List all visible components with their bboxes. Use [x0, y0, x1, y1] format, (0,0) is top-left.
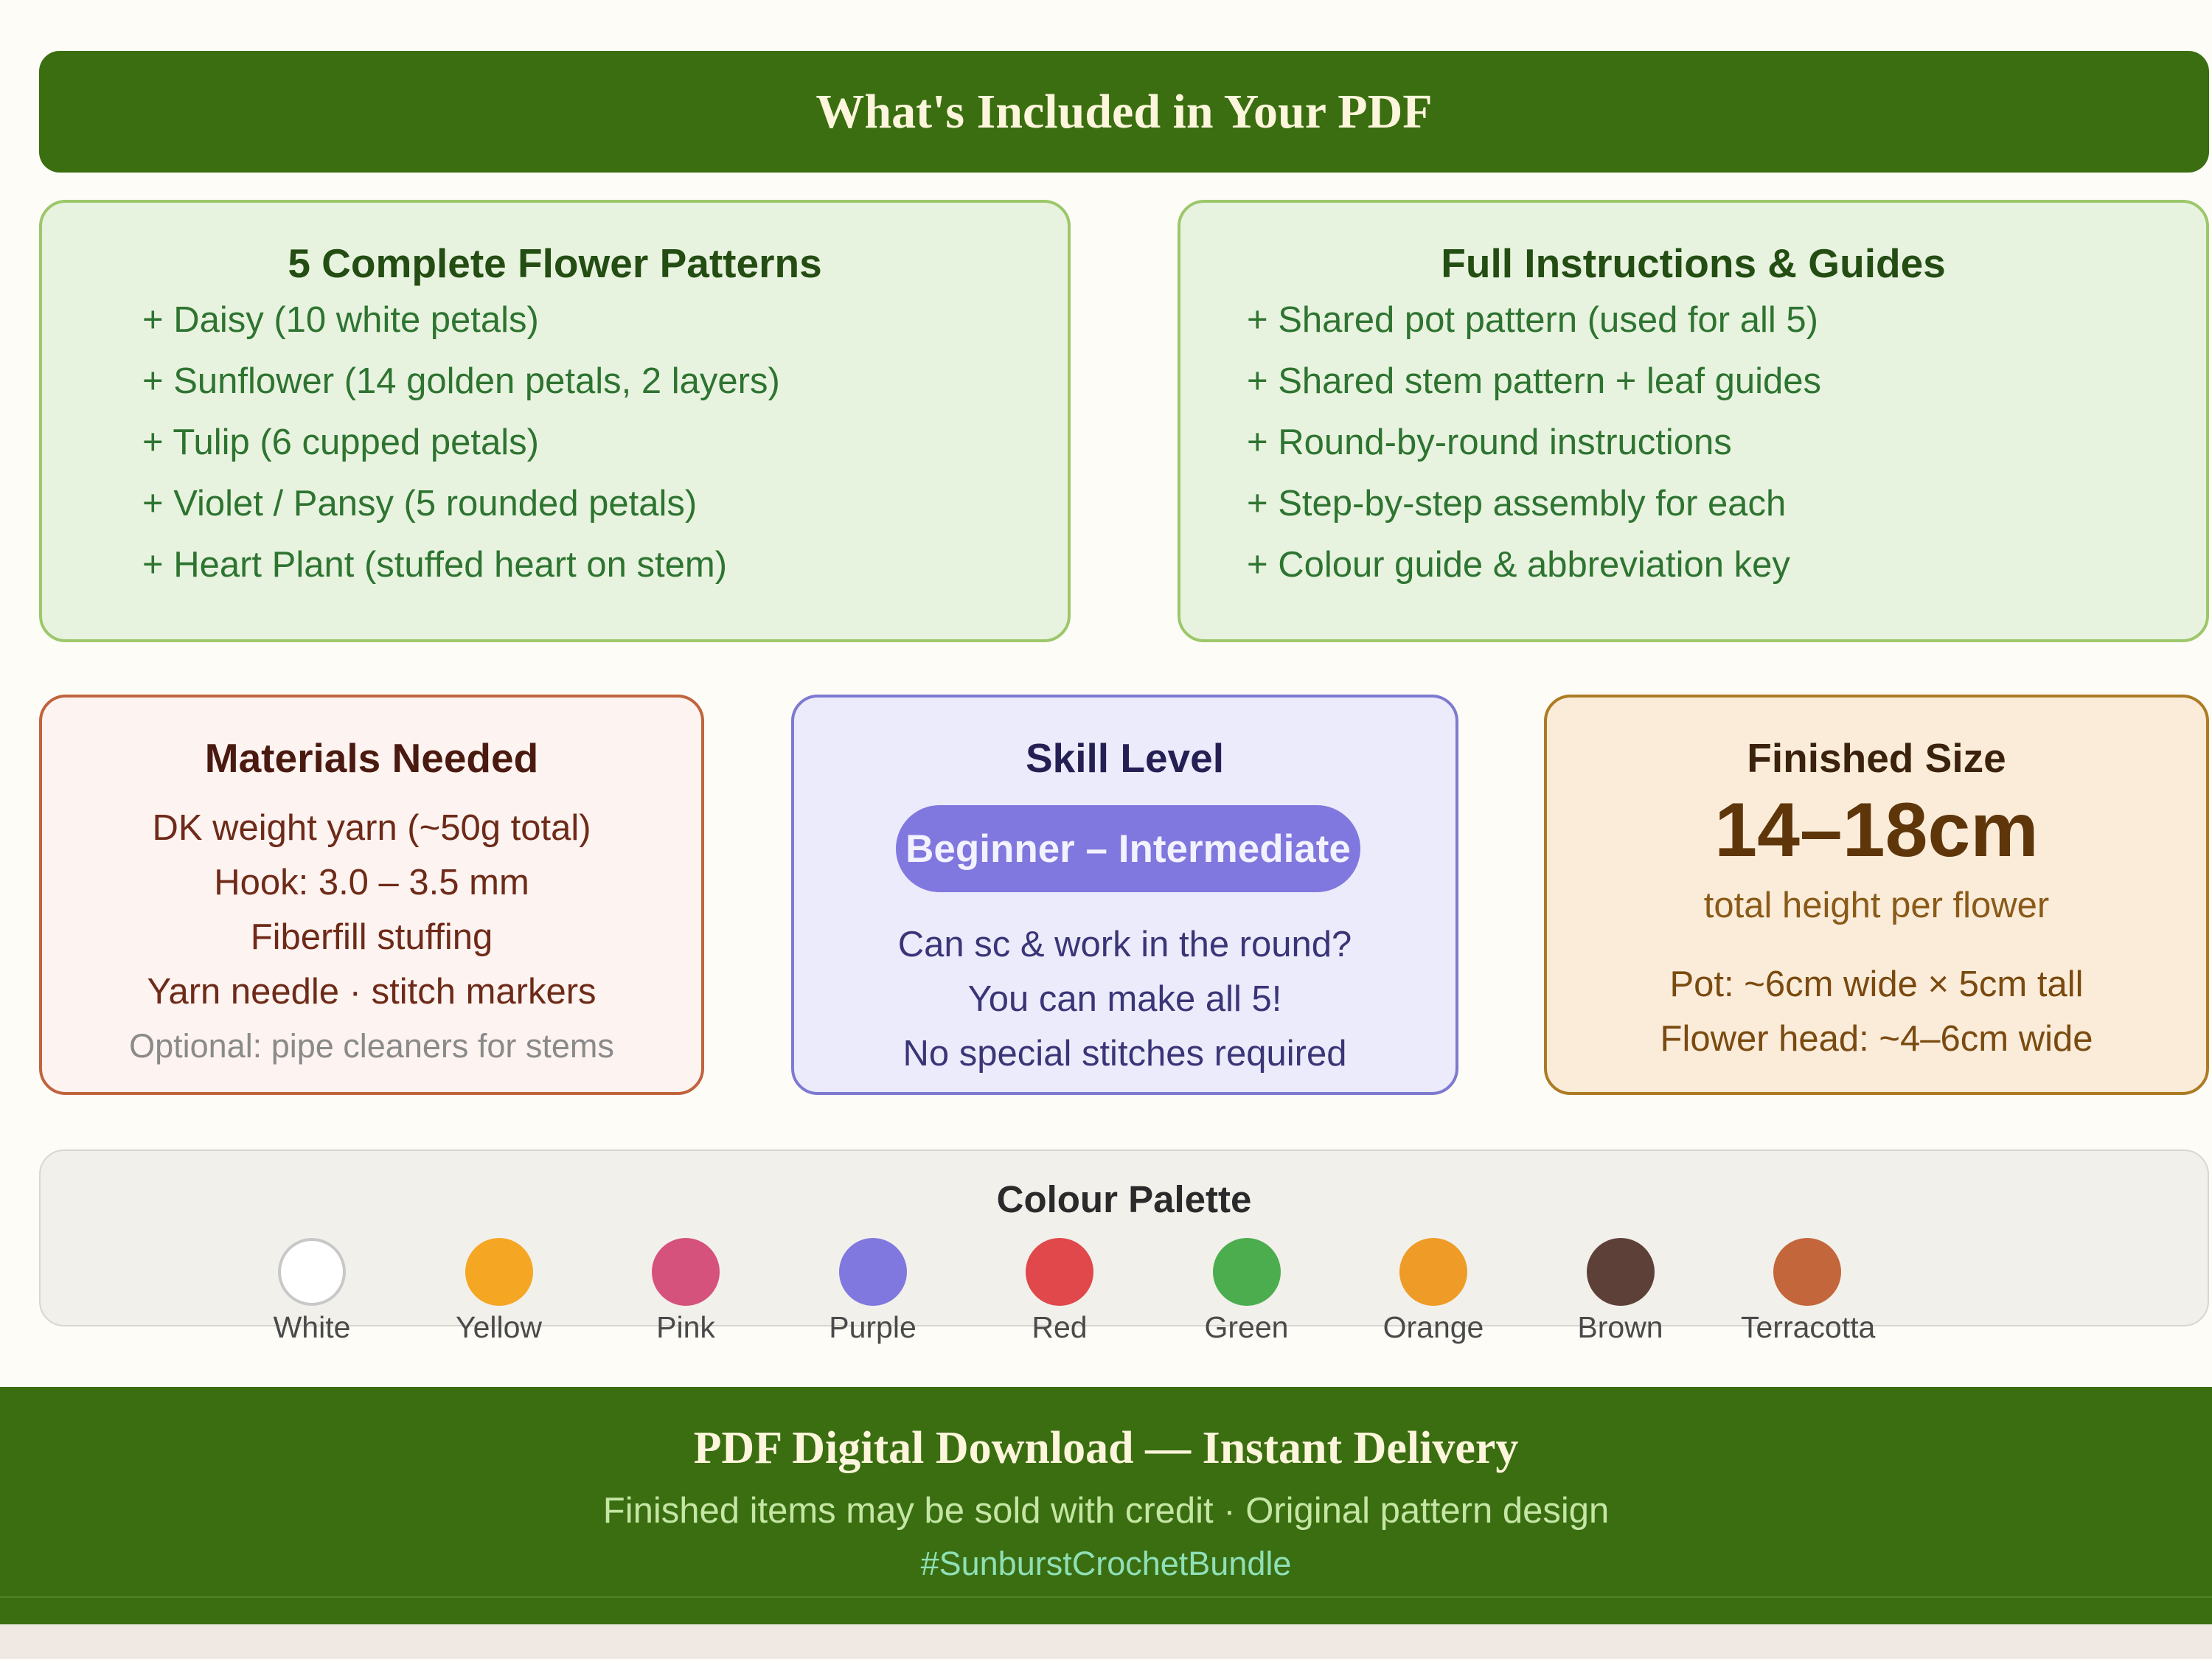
colour-swatch-label: White	[273, 1310, 351, 1344]
bottom-strip	[0, 1624, 2212, 1659]
list-item: + Tulip (6 cupped petals)	[142, 422, 539, 462]
skill-level-badge: Beginner – Intermediate	[896, 805, 1360, 892]
page-title: What's Included in Your PDF	[815, 84, 1433, 139]
footer-title: PDF Digital Download — Instant Delivery	[693, 1423, 1519, 1473]
colour-swatch-dot	[1586, 1238, 1655, 1306]
list-item: + Sunflower (14 golden petals, 2 layers)	[142, 361, 780, 401]
finished-size-caption: total height per flower	[1703, 886, 2050, 925]
list-item: + Shared stem pattern + leaf guides	[1247, 361, 1822, 401]
list-item: Yarn needle · stitch markers	[147, 972, 597, 1012]
size-card: Finished Size 14–18cm total height per f…	[1544, 695, 2209, 1095]
size-card-title: Finished Size	[1747, 735, 2006, 781]
colour-swatch-label: Terracotta	[1741, 1310, 1876, 1344]
colour-palette: Colour Palette White Yellow Pink Purple Red G…	[39, 1150, 2209, 1344]
optional-note: Optional: pipe cleaners for stems	[129, 1027, 614, 1065]
skill-card: Skill Level Beginner – Intermediate Can …	[791, 695, 1458, 1095]
list-item: DK weight yarn (~50g total)	[152, 808, 591, 848]
patterns-card-title: 5 Complete Flower Patterns	[288, 240, 822, 286]
list-item: + Shared pot pattern (used for all 5)	[1247, 300, 1818, 340]
list-item: + Violet / Pansy (5 rounded petals)	[142, 484, 698, 524]
footer-hashtag: #SunburstCrochetBundle	[920, 1545, 1292, 1582]
swatch-terracotta: Terracotta	[1741, 1238, 1876, 1345]
instructions-card-title: Full Instructions & Guides	[1441, 240, 1946, 286]
swatch-brown: Brown	[1554, 1238, 1687, 1345]
skill-card-title: Skill Level	[1025, 735, 1225, 781]
patterns-list: + Daisy (10 white petals) + Sunflower (1…	[142, 290, 780, 596]
list-item: + Daisy (10 white petals)	[142, 300, 539, 340]
swatch-pink: Pink	[619, 1238, 752, 1345]
swatch-orange: Orange	[1367, 1238, 1500, 1345]
size-details: Pot: ~6cm wide × 5cm tall Flower head: ~…	[1547, 957, 2206, 1066]
header-banner: What's Included in Your PDF	[39, 51, 2209, 173]
instructions-card: Full Instructions & Guides + Shared pot …	[1178, 200, 2209, 642]
skill-note: You can make all 5!	[967, 979, 1282, 1019]
colour-swatch-label: Red	[1032, 1310, 1088, 1344]
footer-subtitle: Finished items may be sold with credit ·…	[602, 1491, 1610, 1531]
colour-swatch-label: Brown	[1577, 1310, 1663, 1344]
list-item: + Step-by-step assembly for each	[1247, 484, 1787, 524]
finished-size-value: 14–18cm	[1714, 787, 2039, 873]
colour-swatch-dot	[1212, 1238, 1281, 1306]
size-detail: Pot: ~6cm wide × 5cm tall	[1669, 964, 2084, 1004]
colour-swatch-dot	[465, 1238, 533, 1306]
list-item: + Heart Plant (stuffed heart on stem)	[142, 545, 728, 585]
list-item: Fiberfill stuffing	[250, 917, 493, 957]
materials-card-title: Materials Needed	[204, 735, 539, 781]
colour-swatch-label: Pink	[656, 1310, 715, 1344]
palette-title: Colour Palette	[996, 1178, 1252, 1220]
colour-swatch-dot	[838, 1238, 907, 1306]
list-item: + Colour guide & abbreviation key	[1247, 545, 1790, 585]
colour-swatch-dot	[1773, 1238, 1841, 1306]
materials-list: DK weight yarn (~50g total) Hook: 3.0 – …	[42, 801, 701, 1074]
size-detail: Flower head: ~4–6cm wide	[1660, 1019, 2093, 1059]
instructions-list: + Shared pot pattern (used for all 5) + …	[1247, 290, 1821, 596]
footer: PDF Digital Download — Instant Delivery …	[0, 1387, 2212, 1624]
skill-notes: Can sc & work in the round? You can make…	[794, 917, 1455, 1081]
colour-swatch-dot	[652, 1238, 720, 1306]
colour-swatch-label: Purple	[829, 1310, 917, 1344]
skill-note: No special stitches required	[902, 1034, 1347, 1074]
swatch-green: Green	[1180, 1238, 1313, 1345]
colour-swatch-dot	[1026, 1238, 1093, 1306]
swatch-purple: Purple	[807, 1238, 939, 1345]
swatch-red: Red	[993, 1238, 1126, 1345]
materials-card: Materials Needed DK weight yarn (~50g to…	[39, 695, 704, 1095]
colour-swatch-label: Yellow	[455, 1310, 542, 1344]
swatch-yellow: Yellow	[433, 1238, 566, 1345]
colour-swatch-label: Orange	[1382, 1310, 1484, 1344]
colour-swatch-dot	[1399, 1238, 1467, 1306]
footer-divider	[0, 1596, 2212, 1598]
colour-swatch-label: Green	[1204, 1310, 1289, 1344]
list-item: + Round-by-round instructions	[1247, 422, 1732, 462]
skill-note: Can sc & work in the round?	[897, 925, 1352, 964]
list-item: Hook: 3.0 – 3.5 mm	[214, 863, 529, 902]
swatch-white: White	[246, 1238, 378, 1345]
patterns-card: 5 Complete Flower Patterns + Daisy (10 w…	[39, 200, 1071, 642]
colour-swatch-dot	[278, 1238, 346, 1306]
